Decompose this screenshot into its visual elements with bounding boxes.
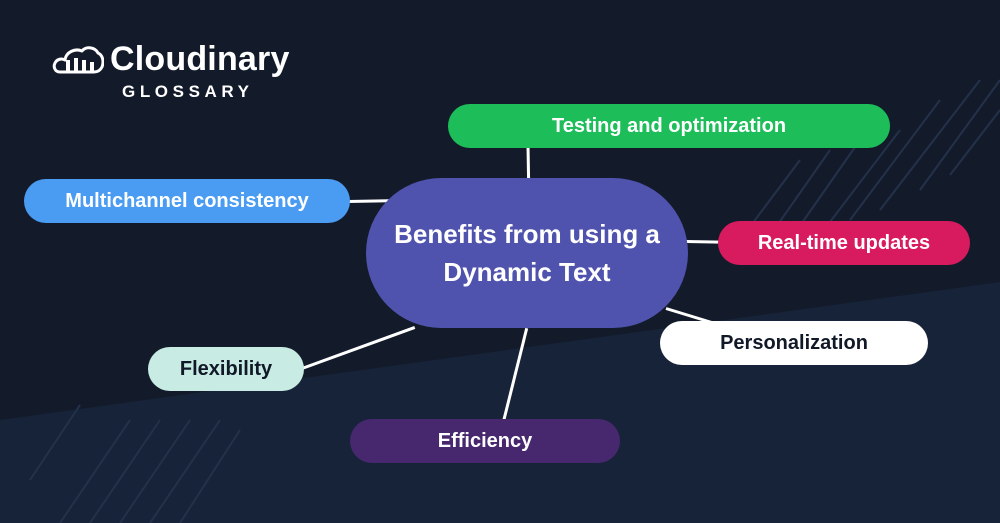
cloud-logo-icon — [52, 46, 104, 74]
node-personalization: Personalization — [660, 321, 928, 365]
center-node: Benefits from using a Dynamic Text — [366, 178, 688, 328]
connector-realtime — [685, 240, 721, 244]
node-flexibility: Flexibility — [148, 347, 304, 391]
brand-name: Cloudinary — [110, 40, 290, 78]
brand: Cloudinary GLOSSARY — [52, 38, 292, 108]
node-testing: Testing and optimization — [448, 104, 890, 148]
node-realtime: Real-time updates — [718, 221, 970, 265]
decorative-stripes — [29, 79, 1000, 523]
brand-subtitle: GLOSSARY — [122, 82, 254, 101]
node-efficiency: Efficiency — [350, 419, 620, 463]
node-multichannel: Multichannel consistency — [24, 179, 350, 223]
